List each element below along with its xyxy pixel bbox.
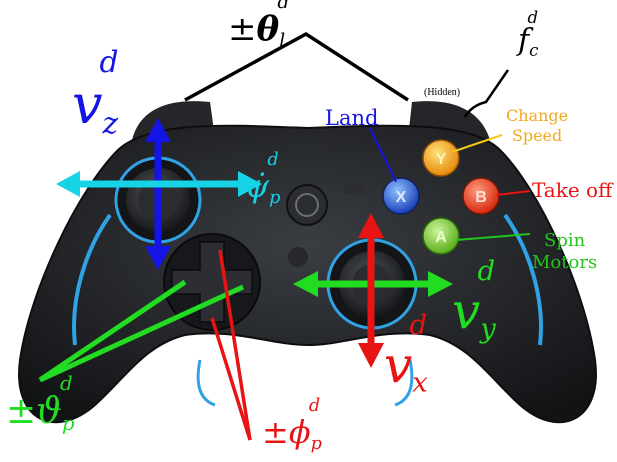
yaw-arrow	[56, 171, 262, 197]
vx-arrow	[358, 213, 384, 368]
a-button-letter: A	[435, 229, 447, 246]
a-button-icon: A	[422, 217, 460, 255]
change-speed-label: Change Speed	[506, 106, 569, 145]
force-pointer	[463, 69, 510, 118]
spin-motors-pointer	[455, 233, 531, 241]
start-button	[343, 185, 365, 194]
turbo-button	[288, 247, 308, 267]
left-accent-stripe	[72, 213, 112, 346]
b-button-icon: B	[462, 177, 500, 215]
land-label: Land	[325, 106, 379, 130]
vz-arrow	[145, 118, 171, 270]
phi-p-pointer	[210, 249, 252, 441]
x-button-letter: X	[396, 189, 407, 206]
x-button-icon: X	[382, 177, 420, 215]
hidden-label: (Hidden)	[424, 87, 461, 98]
lower-left-stripe	[196, 359, 216, 407]
land-pointer	[369, 127, 397, 183]
take-off-pointer	[495, 190, 531, 196]
spin-motors-label: Spin Motors	[532, 230, 598, 273]
dpad-icon	[163, 233, 261, 331]
change-speed-pointer	[451, 134, 503, 153]
b-button-letter: B	[475, 189, 487, 206]
lower-right-stripe	[394, 359, 414, 407]
home-button-icon	[286, 184, 328, 226]
theta-p-pointer	[38, 279, 245, 383]
take-off-label: Take off	[532, 178, 613, 202]
y-button-icon: Y	[422, 139, 460, 177]
pitch-rate-pointer	[184, 31, 409, 102]
y-button-letter: Y	[436, 151, 447, 168]
right-accent-stripe	[503, 213, 543, 346]
gamepad-body-icon	[18, 124, 597, 424]
